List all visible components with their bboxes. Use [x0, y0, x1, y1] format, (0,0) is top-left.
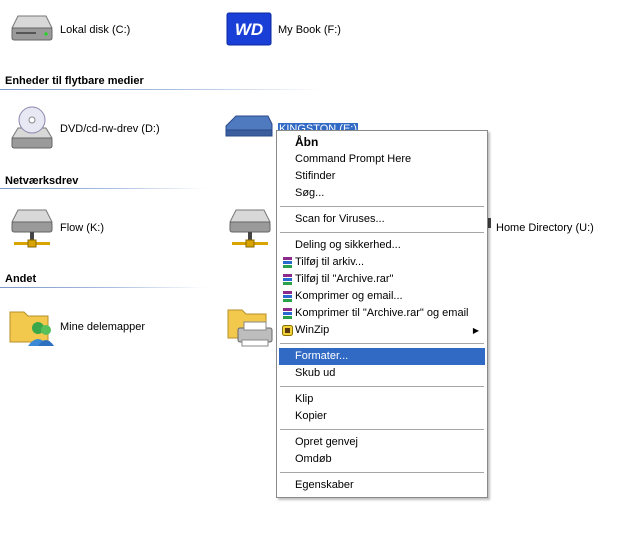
menu-item-label: Kopier: [295, 410, 327, 422]
drive-c[interactable]: Lokal disk (C:): [8, 10, 148, 50]
menu-item-label: Komprimer til "Archive.rar" og email: [295, 307, 469, 319]
group-divider: [0, 89, 430, 90]
drive-k[interactable]: Flow (K:): [8, 206, 148, 248]
group-divider: [0, 287, 275, 288]
network-drive-icon: [486, 216, 492, 233]
menu-item-rename[interactable]: Omdøb: [279, 451, 485, 468]
wd-logo-text: WD: [234, 20, 264, 39]
menu-item-label: Tilføj til "Archive.rar": [295, 273, 394, 285]
menu-item-compress-email[interactable]: Komprimer og email...: [279, 288, 485, 305]
drive-label: Lokal disk (C:): [60, 24, 131, 36]
winrar-icon: [283, 257, 292, 268]
menu-separator: [280, 343, 484, 344]
drive-network-2[interactable]: [226, 206, 276, 248]
menu-item-label: Tilføj til arkiv...: [295, 256, 365, 268]
menu-item-label: Klip: [295, 393, 314, 405]
menu-item-label: Scan for Viruses...: [295, 213, 385, 225]
usb-drive-icon: [224, 112, 274, 145]
network-drive-icon: [226, 206, 274, 253]
drive-d[interactable]: DVD/cd-rw-drev (D:): [8, 104, 178, 149]
menu-item-open[interactable]: Åbn: [279, 134, 485, 151]
menu-item-command-prompt[interactable]: Command Prompt Here: [279, 151, 485, 168]
menu-separator: [280, 472, 484, 473]
menu-item-properties[interactable]: Egenskaber: [279, 477, 485, 494]
menu-item-explorer[interactable]: Stifinder: [279, 168, 485, 185]
menu-item-label: Formater...: [295, 350, 349, 362]
winzip-icon: [282, 325, 293, 336]
printer-folder-icon: [226, 304, 274, 353]
drive-label: Home Directory (U:): [496, 222, 594, 234]
menu-item-label: Åbn: [295, 135, 319, 149]
menu-item-add-to-archive[interactable]: Tilføj til arkiv...: [279, 254, 485, 271]
group-divider: [0, 188, 275, 189]
menu-item-label: WinZip: [295, 324, 330, 336]
winrar-icon: [283, 308, 292, 319]
menu-item-label: Command Prompt Here: [295, 153, 412, 165]
menu-separator: [280, 386, 484, 387]
menu-item-label: Egenskaber: [295, 479, 354, 491]
submenu-arrow-icon: ▶: [472, 326, 479, 335]
winrar-icon: [283, 274, 292, 285]
menu-item-add-to-archive-rar[interactable]: Tilføj til "Archive.rar": [279, 271, 485, 288]
group-header-other: Andet: [5, 273, 37, 285]
shared-folder-icon: [8, 304, 56, 351]
menu-item-label: Skub ud: [295, 367, 336, 379]
menu-separator: [280, 429, 484, 430]
menu-item-winzip[interactable]: WinZip ▶: [279, 322, 485, 339]
hard-drive-icon: [8, 10, 56, 49]
drive-label: Flow (K:): [60, 222, 104, 234]
winrar-icon: [283, 291, 292, 302]
menu-separator: [280, 232, 484, 233]
menu-item-copy[interactable]: Kopier: [279, 408, 485, 425]
group-header-removable: Enheder til flytbare medier: [5, 75, 144, 87]
wd-logo-icon: WD: [226, 12, 272, 49]
menu-item-search[interactable]: Søg...: [279, 185, 485, 202]
group-header-network: Netværksdrev: [5, 175, 79, 187]
menu-item-create-shortcut[interactable]: Opret genvej: [279, 434, 485, 451]
menu-separator: [280, 206, 484, 207]
context-menu: Åbn Command Prompt Here Stifinder Søg...…: [276, 130, 488, 498]
menu-item-label: Komprimer og email...: [295, 290, 403, 302]
menu-item-scan-viruses[interactable]: Scan for Viruses...: [279, 211, 485, 228]
menu-item-label: Omdøb: [295, 453, 332, 465]
menu-item-compress-rar-email[interactable]: Komprimer til "Archive.rar" og email: [279, 305, 485, 322]
item-label: Mine delemapper: [60, 321, 145, 333]
menu-item-cut[interactable]: Klip: [279, 391, 485, 408]
menu-item-sharing[interactable]: Deling og sikkerhed...: [279, 237, 485, 254]
drive-label: My Book (F:): [278, 24, 341, 36]
menu-item-format[interactable]: Formater...: [279, 348, 485, 365]
printer-folder[interactable]: [226, 304, 276, 347]
network-drive-icon: [8, 206, 56, 253]
menu-item-label: Deling og sikkerhed...: [295, 239, 401, 251]
drive-f[interactable]: WD My Book (F:): [226, 10, 366, 50]
drive-u[interactable]: Home Directory (U:): [486, 206, 616, 246]
menu-item-label: Søg...: [295, 187, 325, 199]
shared-folders[interactable]: Mine delemapper: [8, 304, 168, 346]
menu-item-label: Stifinder: [295, 170, 336, 182]
dvd-drive-icon: [8, 104, 56, 155]
drive-label: DVD/cd-rw-drev (D:): [60, 123, 160, 135]
menu-item-eject[interactable]: Skub ud: [279, 365, 485, 382]
menu-item-label: Opret genvej: [295, 436, 358, 448]
